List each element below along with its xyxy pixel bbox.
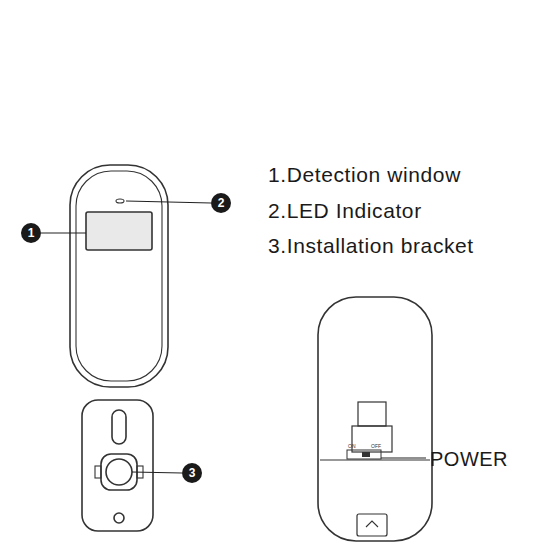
latch-arrow [366, 521, 378, 527]
callout-number: 1 [21, 223, 41, 243]
legend-item: 2.LED Indicator [268, 200, 422, 221]
detection-window [86, 212, 152, 250]
switch-label: OFF [371, 444, 381, 449]
bottom-latch [357, 514, 387, 536]
led-indicator [116, 199, 124, 203]
sensor-back-housing [318, 297, 432, 541]
callout-disc [21, 223, 41, 243]
bracket-screw-hole [114, 513, 124, 523]
callout-number: 2 [211, 193, 231, 213]
legend-item: 3.Installation bracket [268, 235, 474, 256]
connector-base [352, 426, 392, 452]
cover-seam [320, 459, 430, 460]
callout-disc [211, 193, 231, 213]
sensor-housing [70, 165, 168, 387]
part-name: POWER [430, 449, 508, 469]
bracket-mount [101, 454, 137, 490]
leader-line [126, 201, 211, 203]
leader-line [132, 472, 182, 473]
bracket-pivot [106, 459, 132, 485]
battery-connector [358, 402, 386, 426]
switch-slider [362, 452, 370, 457]
power-switch [347, 450, 381, 459]
callout-number: 3 [182, 463, 202, 483]
bracket-slot [112, 410, 126, 444]
switch-label: ON [348, 444, 356, 449]
bracket-tab [95, 466, 101, 478]
leader-line [41, 232, 86, 233]
leader-line [381, 457, 426, 458]
callout-disc [182, 463, 202, 483]
legend-item: 1.Detection window [268, 164, 461, 185]
sensor-inner-outline [76, 171, 162, 381]
installation-bracket [82, 400, 153, 531]
